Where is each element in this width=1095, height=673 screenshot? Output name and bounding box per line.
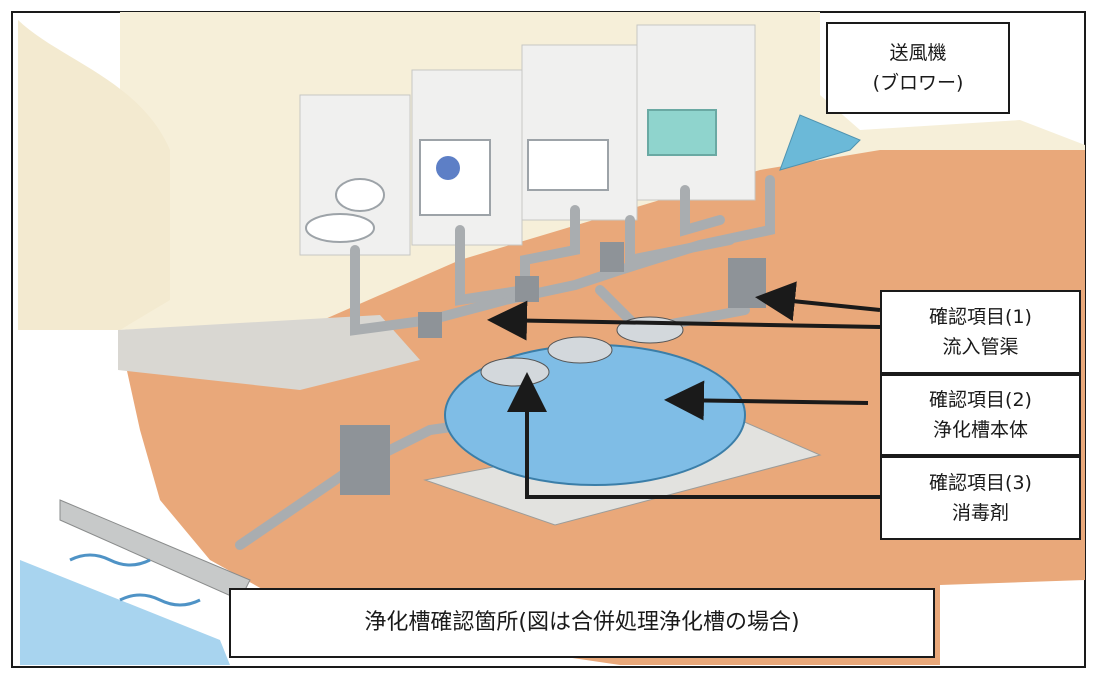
tank-lid (480, 357, 550, 387)
floor-slab (118, 315, 420, 390)
check-item-2-name: 浄化槽本体 (932, 419, 1028, 441)
tank-lid (547, 336, 613, 364)
vanity-cabinet-icon (647, 109, 717, 156)
blower-label-box: 送風機 (ブロワー) (826, 22, 1010, 114)
outlet-manhole (340, 425, 390, 495)
sink-panel (521, 44, 638, 221)
arrow-disinfectant (507, 372, 880, 499)
check-item-3-name: 消毒剤 (951, 502, 1009, 524)
toilet-icon (335, 178, 385, 212)
river-water (20, 560, 230, 665)
arrow-inflow-pipe (487, 300, 881, 341)
check-item-3-title: 確認項目(3) (929, 471, 1032, 494)
arrow-tank-body (664, 380, 869, 421)
arrow-inlet-manhole (755, 281, 881, 322)
left-wall (18, 20, 170, 330)
inlet-manhole (728, 258, 766, 308)
kitchen-sink-icon (527, 139, 609, 191)
diagram-caption: 浄化槽確認箇所(図は合併処理浄化槽の場合) (364, 610, 800, 636)
washer-door-icon (436, 156, 460, 180)
blower-label: 送風機 (889, 41, 947, 64)
blower-unit-icon (779, 114, 861, 171)
water-wave (119, 593, 201, 607)
check-item-3-box: 確認項目(3) 消毒剤 (880, 456, 1081, 540)
inspection-manhole (515, 276, 539, 302)
toilet-bowl-icon (305, 213, 375, 243)
inspection-manhole (600, 242, 624, 272)
water-wave (69, 553, 151, 567)
check-item-1-title: 確認項目(1) (929, 305, 1032, 328)
check-item-1-box: 確認項目(1) 流入管渠 (880, 290, 1081, 374)
check-item-2-title: 確認項目(2) (929, 388, 1032, 411)
inspection-manhole (418, 312, 442, 338)
check-item-2-box: 確認項目(2) 浄化槽本体 (880, 374, 1081, 456)
diagram-caption-box: 浄化槽確認箇所(図は合併処理浄化槽の場合) (229, 588, 935, 658)
check-item-1-name: 流入管渠 (942, 336, 1019, 358)
blower-sublabel: (ブロワー) (872, 72, 964, 94)
